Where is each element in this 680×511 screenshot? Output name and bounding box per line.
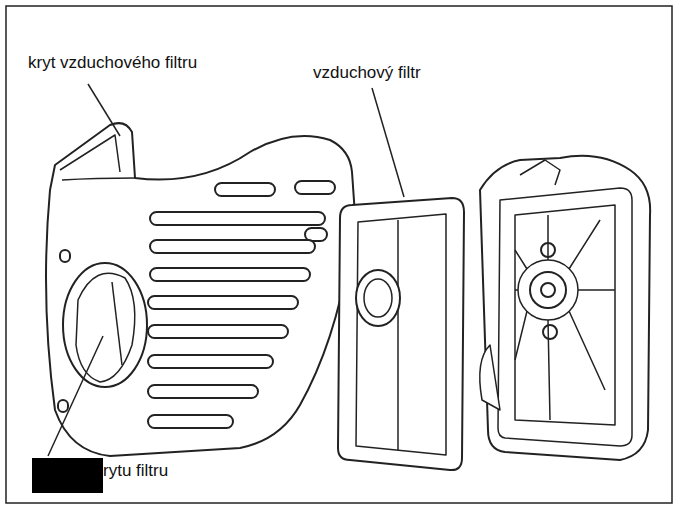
air-filter	[338, 198, 464, 470]
redaction-box	[32, 458, 103, 493]
part-label: rytu filtru	[103, 461, 168, 481]
filter-housing	[480, 156, 650, 460]
frame	[6, 6, 672, 503]
filter-cover	[46, 123, 355, 456]
leader-lines	[48, 84, 404, 456]
leader-line	[88, 84, 120, 136]
part-label: kryt vzduchového filtru	[28, 53, 197, 73]
part-label: vzduchový filtr	[313, 63, 421, 83]
leader-line	[372, 88, 404, 197]
leader-line	[48, 336, 103, 456]
